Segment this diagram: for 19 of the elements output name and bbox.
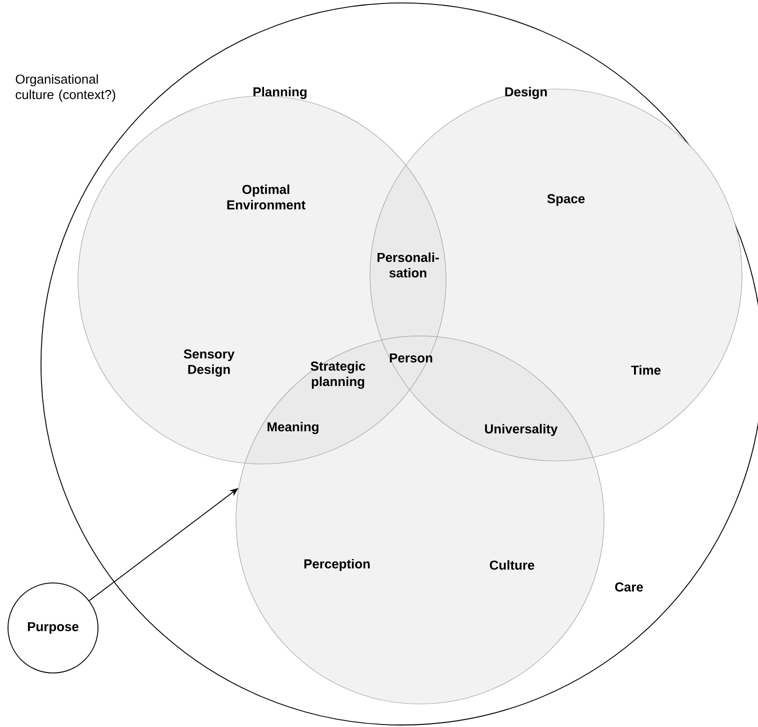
circle-title: Design bbox=[505, 86, 547, 100]
overlap-label: Personali- sation bbox=[378, 252, 439, 278]
circle-label: Purpose bbox=[28, 622, 78, 634]
overlap-label: Universality bbox=[485, 424, 558, 436]
region-label: Time bbox=[631, 365, 661, 375]
region-label: Space bbox=[547, 194, 585, 206]
venn-circle bbox=[370, 88, 742, 462]
context-label: Organisational culture (context?) bbox=[16, 74, 116, 102]
region-label: Sensory Design bbox=[184, 349, 234, 377]
region-label: Culture bbox=[490, 560, 534, 570]
region-label: Perception bbox=[304, 558, 370, 572]
circle-title: Care bbox=[615, 582, 643, 592]
region-label: Optimal Environment bbox=[227, 184, 306, 210]
overlap-label: Meaning bbox=[268, 422, 318, 434]
overlap-label: Person bbox=[390, 353, 432, 362]
circle bbox=[8, 582, 98, 674]
circle-title: Planning bbox=[254, 86, 306, 100]
venn-circle bbox=[236, 336, 604, 704]
overlap-label: Strategic planning bbox=[310, 361, 366, 389]
